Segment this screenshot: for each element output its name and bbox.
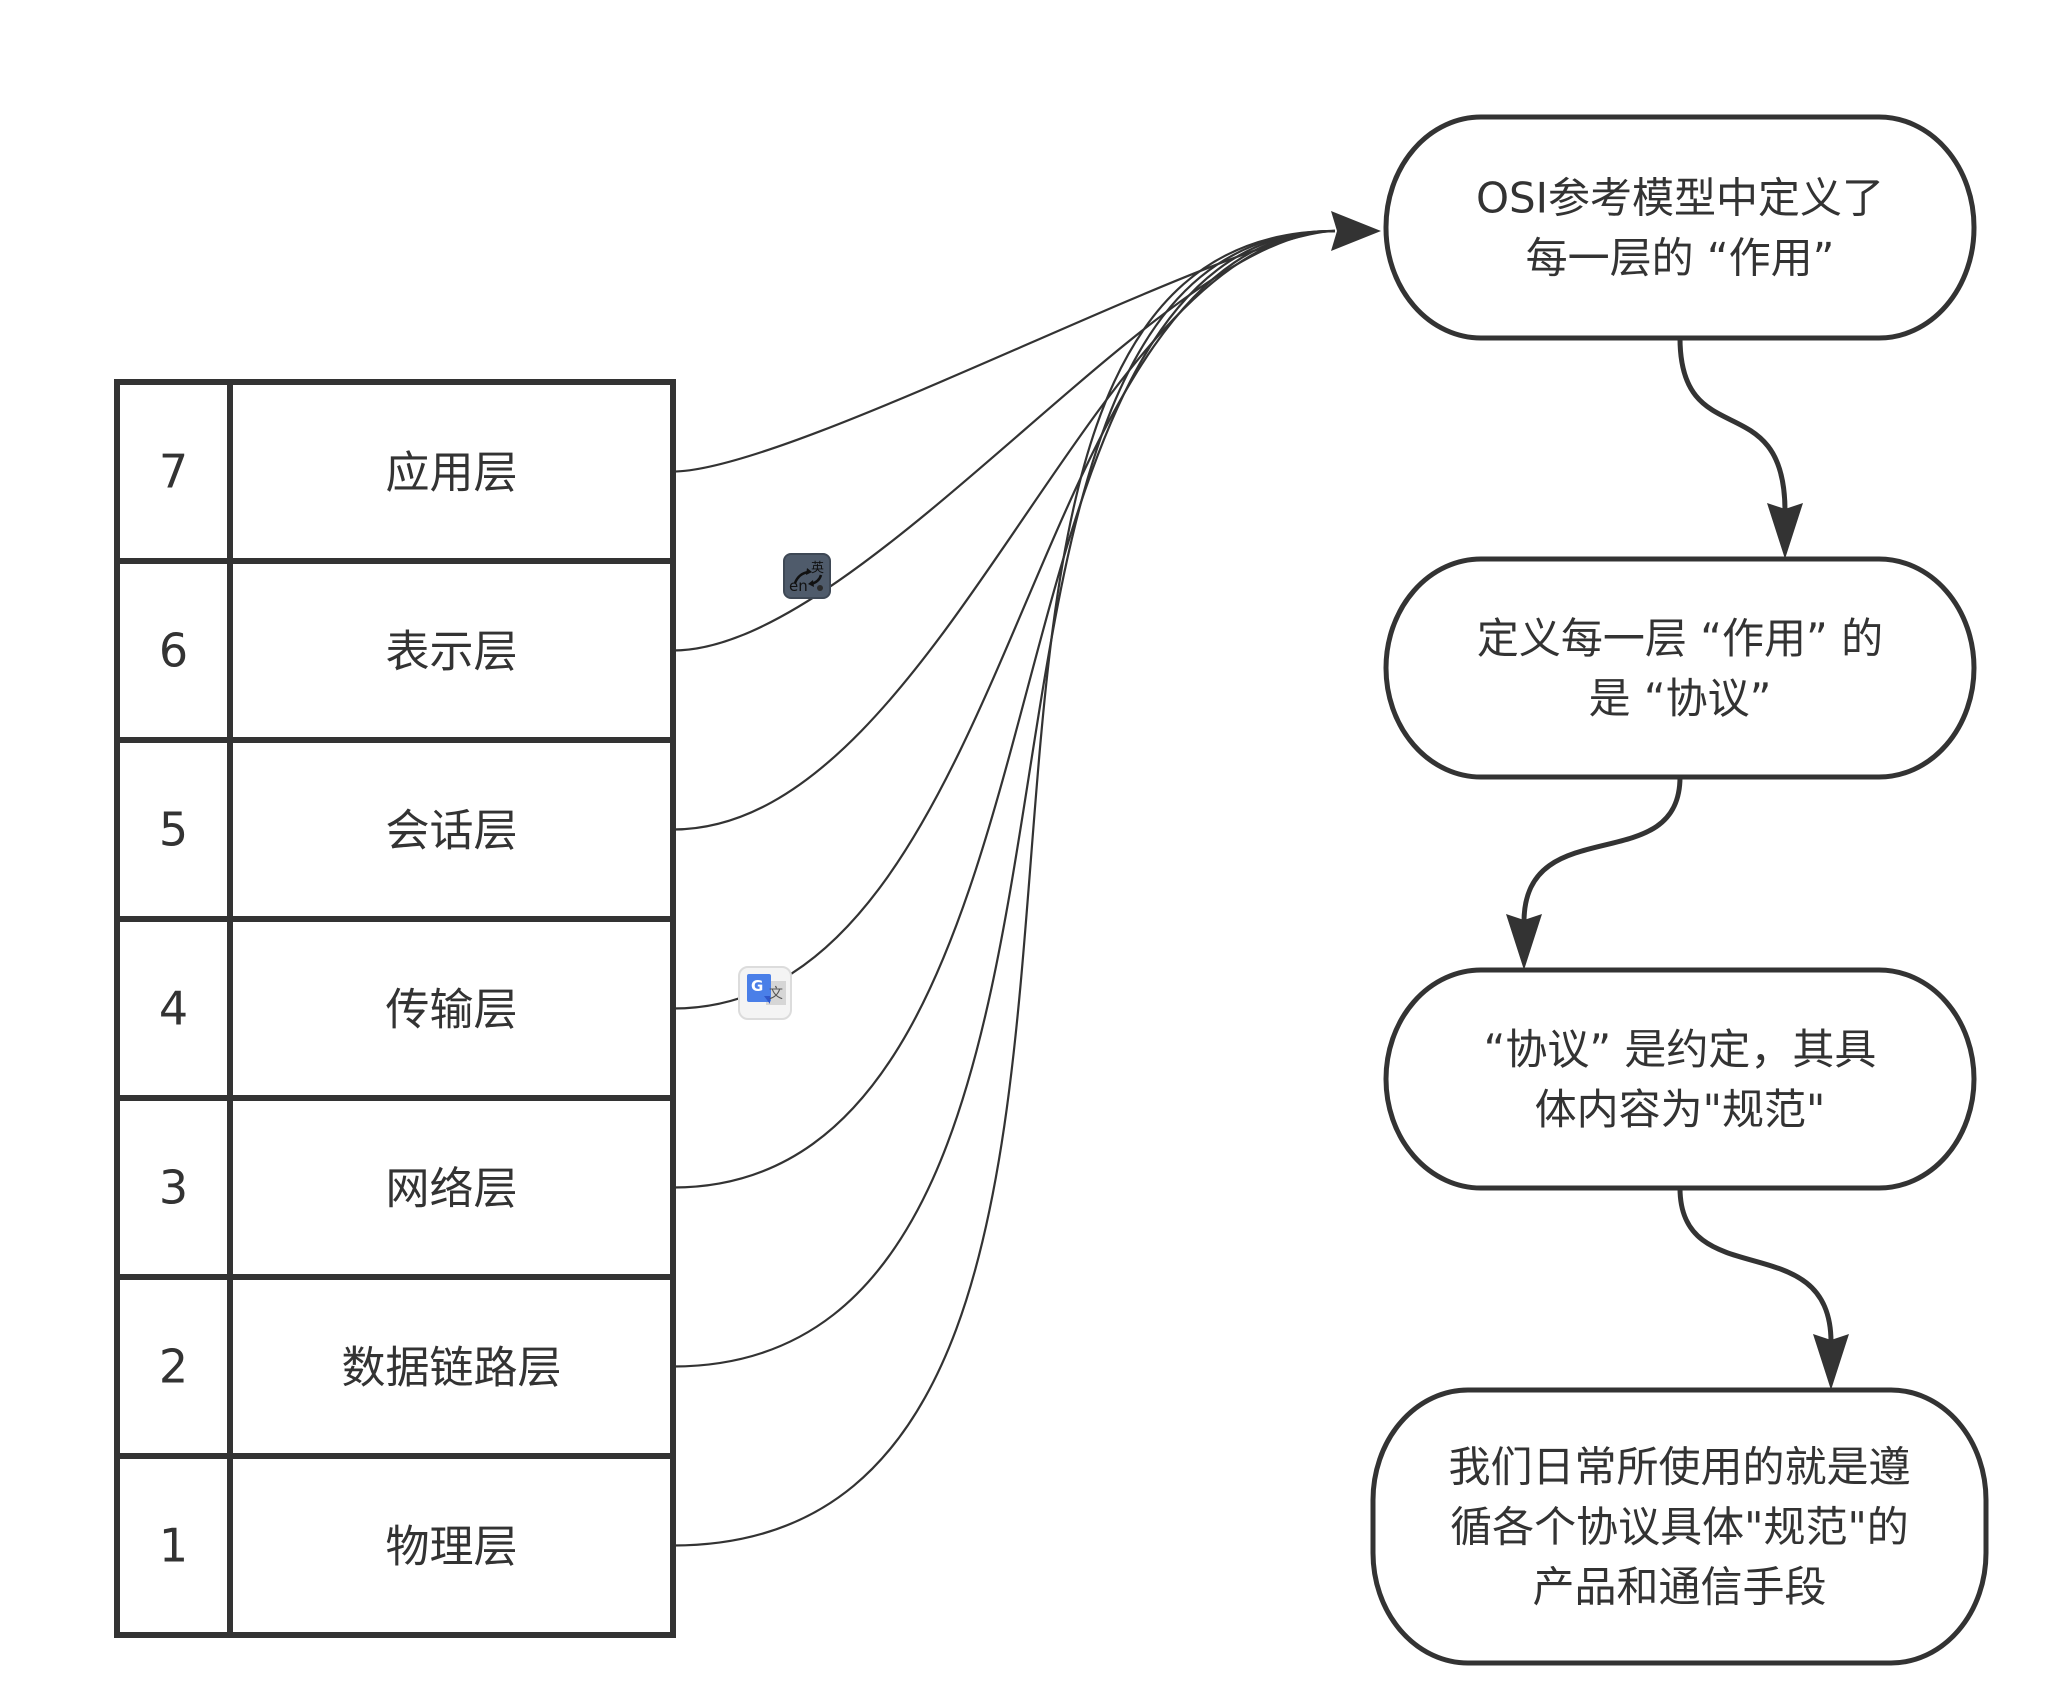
connector-layer-7-to-n1 — [672, 229, 1336, 473]
flow-arrow-n2-to-n3 — [1521, 776, 1683, 923]
translate-g-glyph: G — [751, 977, 764, 995]
layer-number: 1 — [159, 1519, 188, 1573]
layer-row-background — [117, 561, 673, 740]
layer-row-background — [117, 919, 673, 1098]
flow-arrow-n1-to-n2 — [1677, 337, 1788, 512]
layer-row-1[interactable]: 1 物理层 — [117, 1456, 673, 1635]
node-text-line: OSI参考模型中定义了 — [1476, 174, 1884, 223]
ime-status-dot — [817, 585, 823, 591]
layer-name: 数据链路层 — [342, 1343, 562, 1394]
connector-layer-3-to-n1 — [672, 229, 1336, 1189]
layer-row-background — [117, 1456, 673, 1635]
arrowhead-n4 — [1813, 1334, 1849, 1390]
layer-row-6[interactable]: 6 表示层 — [117, 561, 673, 740]
arrowhead-n2 — [1767, 503, 1803, 559]
layer-row-5[interactable]: 5 会话层 — [117, 740, 673, 919]
layer-name: 应用层 — [386, 448, 518, 499]
arrowhead-n1 — [1331, 211, 1381, 251]
ime-language-switch-icon[interactable]: 英 en — [783, 553, 831, 599]
layer-number: 3 — [159, 1161, 188, 1215]
node-text-line: “协议” 是约定，其具 — [1484, 1025, 1877, 1074]
google-translate-icon[interactable]: G 文 — [738, 966, 792, 1020]
node-text-line: 我们日常所使用的就是遵 — [1448, 1443, 1910, 1492]
translate-back-page — [766, 981, 786, 1005]
translate-page-tail — [764, 996, 770, 1004]
layer-name: 会话层 — [386, 806, 518, 857]
layer-row-background — [117, 740, 673, 919]
flow-arrow-n3-to-n4 — [1677, 1187, 1834, 1343]
connector-layer-5-to-n1 — [672, 229, 1336, 831]
layer-row-background — [117, 1098, 673, 1277]
layer-row-3[interactable]: 3 网络层 — [117, 1098, 673, 1277]
arrowhead-n3 — [1506, 914, 1542, 970]
rounded-node-shape — [1383, 556, 1977, 780]
layer-row-background — [117, 382, 673, 561]
rounded-node-shape — [1383, 114, 1977, 341]
node-text-line: 体内容为"规范" — [1535, 1085, 1826, 1134]
connector-layer-6-to-n1 — [672, 229, 1336, 652]
layer-row-4[interactable]: 4 传输层 — [117, 919, 673, 1098]
osi-layers-table: 7 应用层 6 表示层 5 会话层 4 传输层 3 网络层 2 数据链路层 1 物理层 — [114, 379, 676, 1638]
layer-row-2[interactable]: 2 数据链路层 — [117, 1277, 673, 1456]
ime-en-label: en — [789, 577, 808, 595]
layer-row-7[interactable]: 7 应用层 — [117, 382, 673, 561]
connector-layer-1-to-n1 — [672, 229, 1336, 1547]
node-text-line: 循各个协议具体"规范"的 — [1450, 1503, 1909, 1552]
layer-number: 6 — [159, 624, 188, 678]
layer-number: 4 — [159, 982, 188, 1036]
rounded-node-shape — [1383, 967, 1977, 1191]
layer-name: 传输层 — [386, 985, 518, 1036]
translate-wen-glyph: 文 — [769, 986, 783, 1002]
swap-arrows-icon — [793, 568, 823, 587]
rounded-node-shape — [1370, 1387, 1989, 1666]
layer-number: 5 — [159, 803, 188, 857]
flow-node-2[interactable]: 定义每一层 “作用” 的是 “协议” — [1383, 556, 1977, 780]
layer-name: 网络层 — [386, 1164, 518, 1215]
ime-zh-label: 英 — [810, 561, 824, 576]
connector-layer-4-to-n1 — [672, 229, 1336, 1010]
layer-row-background — [117, 1277, 673, 1456]
connectors — [672, 211, 1849, 1547]
node-text-line: 每一层的 “作用” — [1526, 234, 1835, 283]
layer-name: 物理层 — [386, 1522, 518, 1573]
connector-layer-2-to-n1 — [672, 229, 1336, 1368]
table-outer-border — [114, 379, 676, 1638]
layer-number: 2 — [159, 1340, 188, 1394]
layer-name: 表示层 — [386, 627, 518, 678]
node-text-line: 定义每一层 “作用” 的 — [1477, 614, 1883, 663]
node-text-line: 产品和通信手段 — [1532, 1563, 1826, 1612]
node-text-line: 是 “协议” — [1589, 674, 1772, 723]
layer-number: 7 — [159, 445, 188, 499]
